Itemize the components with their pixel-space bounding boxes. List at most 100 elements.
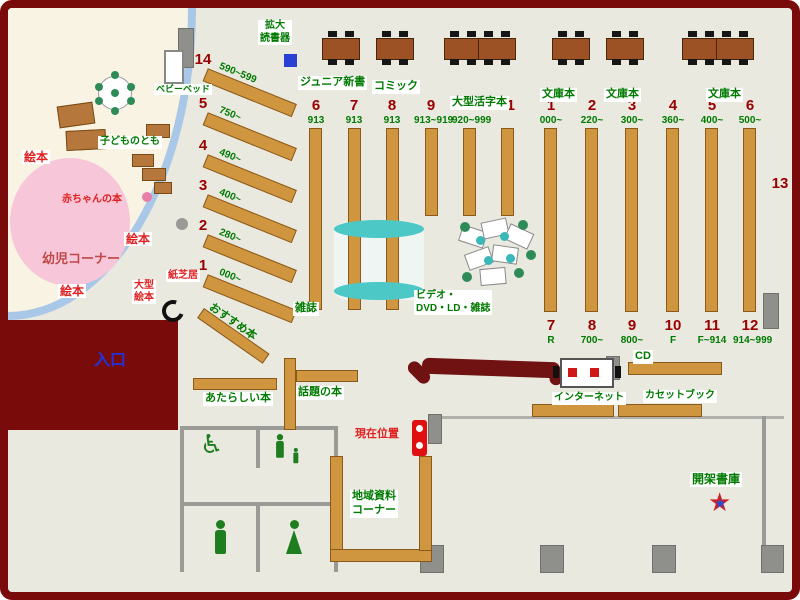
- local-shelf: [330, 456, 343, 562]
- col-number: 6: [745, 97, 755, 114]
- topic-books-label: 話題の本: [296, 386, 344, 400]
- chairs-icon: [558, 31, 567, 37]
- wall: [762, 416, 766, 572]
- col-number: 6: [311, 97, 321, 114]
- book-stack: [625, 128, 638, 312]
- reading-table: [716, 31, 754, 60]
- chair-dots: [111, 89, 119, 97]
- col-number: 11: [704, 317, 720, 334]
- magazine-rack-top: [334, 220, 424, 238]
- col-range: R: [547, 335, 555, 346]
- toddler-pink-zone: [10, 158, 130, 286]
- book-stack: [705, 128, 718, 312]
- book-stack: [309, 128, 322, 310]
- col-number: 9: [426, 97, 436, 114]
- entrance-block: [8, 320, 178, 430]
- internet-label: インターネット: [552, 392, 626, 405]
- shelf-13-label: 13: [771, 175, 789, 192]
- pillar-dot: [176, 218, 188, 230]
- shelf-number: 14: [194, 51, 212, 68]
- section-bunko: 文庫本: [540, 88, 577, 102]
- col-number: 8: [387, 97, 397, 114]
- chairs-icon: [450, 31, 459, 37]
- av-rack: [479, 266, 507, 287]
- stacks-star-icon: ★: [708, 488, 732, 518]
- topic-books-shelf: [296, 370, 358, 382]
- pc-icon: [590, 368, 599, 377]
- local-shelf: [330, 549, 432, 562]
- shelf-number: 5: [198, 95, 208, 112]
- section-large-print: 大型活字本: [450, 96, 509, 110]
- video-line2: DVD・LD・雑誌: [416, 302, 491, 314]
- mens-toilet-icon: [212, 520, 228, 556]
- new-books-shelf: [193, 378, 277, 390]
- col-number: 5: [707, 97, 717, 114]
- cassette-shelf: [628, 362, 722, 375]
- toddler-corner-label: 幼児コーナー: [42, 251, 121, 266]
- col-range: 220~: [580, 115, 604, 126]
- shelf: [532, 404, 614, 417]
- col-number: 4: [668, 97, 678, 114]
- service-counter: [421, 357, 561, 379]
- col-number: 10: [664, 317, 682, 334]
- col-range: 500~: [738, 115, 762, 126]
- kids-step: [142, 168, 166, 181]
- chairs-icon: [688, 31, 697, 37]
- col-range: 913: [345, 115, 363, 126]
- kodomo-label: 子どものとも: [98, 136, 162, 149]
- picture-books-label: 絵本: [58, 284, 87, 299]
- large-picture-books-label: 大型 絵本: [132, 280, 156, 304]
- col-range: F~914: [697, 335, 727, 346]
- picture-books-label: 絵本: [124, 232, 153, 247]
- pillar: [540, 545, 564, 573]
- rack-stool: [460, 222, 470, 232]
- pc-icon: [568, 368, 577, 377]
- rack-dot: [484, 256, 493, 265]
- current-location-label: 現在位置: [355, 428, 399, 440]
- local-line2: コーナー: [352, 503, 396, 516]
- col-range: 300~: [620, 115, 644, 126]
- baby-bed-icon: [164, 50, 184, 84]
- col-range: 800~: [620, 335, 644, 346]
- kamishibai-label: 紙芝居: [166, 270, 200, 282]
- kids-step: [154, 182, 172, 194]
- section-bunko: 文庫本: [604, 88, 641, 102]
- reading-table: [322, 31, 360, 60]
- pillar: [763, 293, 779, 329]
- kids-round-table: [98, 76, 132, 110]
- local-line1: 地域資料: [352, 490, 396, 502]
- womens-toilet-icon: [286, 520, 302, 556]
- col-number: 12: [741, 317, 759, 334]
- rack-dot: [476, 236, 485, 245]
- book-stack: [544, 128, 557, 312]
- rack-stool: [514, 268, 524, 278]
- wall: [256, 426, 260, 468]
- shelf-number: 4: [198, 137, 208, 154]
- video-label: ビデオ・ DVD・LD・雑誌: [414, 290, 493, 315]
- video-line1: ビデオ・: [416, 290, 456, 301]
- book-stack: [585, 128, 598, 312]
- reading-table: [552, 31, 590, 60]
- col-number: 7: [349, 97, 359, 114]
- book-stack: [425, 128, 438, 216]
- reading-table: [376, 31, 414, 60]
- col-range: 700~: [580, 335, 604, 346]
- col-range: 913: [383, 115, 401, 126]
- col-number: 9: [627, 317, 637, 334]
- chair-icon: [615, 366, 621, 378]
- rack-stool: [462, 272, 472, 282]
- new-books-label: あたらしい本: [203, 392, 273, 406]
- col-range: 914~999: [733, 335, 773, 346]
- reading-table: [444, 31, 482, 60]
- pillar: [428, 414, 442, 444]
- col-number: 8: [587, 317, 597, 334]
- pillar: [761, 545, 784, 573]
- magnifier-device-icon: [284, 54, 297, 67]
- book-stack: [463, 128, 476, 216]
- chairs-icon: [382, 31, 391, 37]
- baby-books-label: 赤ちゃんの本: [62, 194, 122, 205]
- internet-desk: [553, 358, 621, 388]
- book-stack: [666, 128, 679, 312]
- magazines-label: 雑誌: [293, 302, 319, 316]
- cd-label: CD: [633, 350, 653, 364]
